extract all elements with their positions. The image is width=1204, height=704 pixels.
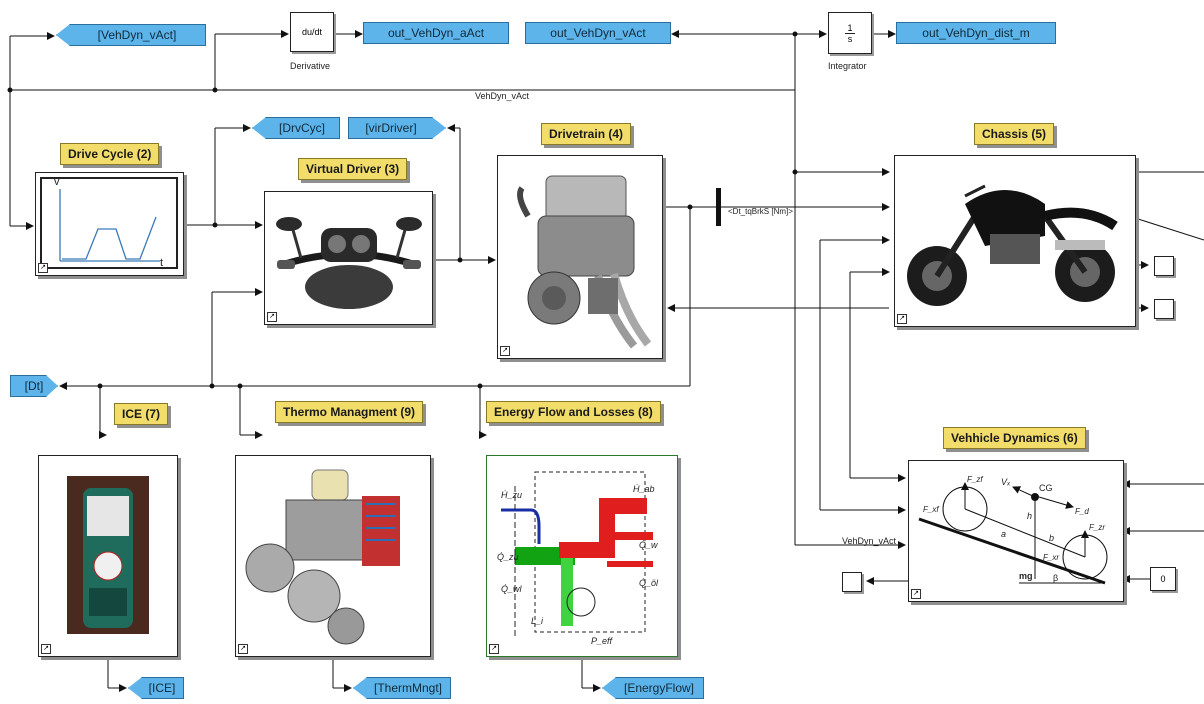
from-virdriver[interactable]: [virDriver] <box>348 117 446 139</box>
virtual-driver-block[interactable]: ↗ <box>264 191 433 325</box>
energy-q-oel: Q̇_öl <box>639 578 659 588</box>
vd-fzf: F_zf <box>967 475 983 484</box>
library-link-icon: ↗ <box>500 346 510 356</box>
energy-h-ab: Ḣ_ab <box>633 484 655 494</box>
drive-cycle-block[interactable]: v t ↗ <box>35 172 184 276</box>
engine-cutaway-image <box>245 469 400 645</box>
integrator-num: 1 <box>847 22 853 33</box>
vehicle-dynamics-figure <box>918 482 1108 585</box>
title-ice: ICE (7) <box>114 403 169 425</box>
derivative-block[interactable]: du/dt <box>290 12 334 52</box>
drive-cycle-plot <box>40 177 178 269</box>
energy-q-w: Q̇_w <box>639 540 658 550</box>
library-link-icon: ↗ <box>238 644 248 654</box>
goto-thermmngt[interactable]: [ThermMngt] <box>353 677 451 699</box>
title-virtual-driver: Virtual Driver (3) <box>298 158 408 180</box>
drive-cycle-t-axis: t <box>160 257 164 269</box>
energy-h-zu: Ḣ_zu <box>501 490 523 500</box>
thermo-block[interactable]: ↗ <box>235 455 431 657</box>
vd-vx: Vₓ <box>1001 477 1011 487</box>
vd-mg: mg <box>1019 571 1033 581</box>
constant-block[interactable]: 0 <box>1150 567 1176 591</box>
vd-fd: F_d <box>1075 507 1089 516</box>
ice-block[interactable]: ↗ <box>38 455 178 657</box>
bus-selector-label: <Dt_tqBrkS [Nm]> <box>728 207 793 216</box>
goto-vehdyn-vact[interactable]: [VehDyn_vAct] <box>56 24 206 46</box>
signal-label-vehdyn-vact: VehDyn_vAct <box>475 91 530 101</box>
library-link-icon: ↗ <box>267 312 277 322</box>
terminator-2[interactable] <box>1154 299 1174 319</box>
vd-cg: CG <box>1039 483 1053 493</box>
library-link-icon: ↗ <box>38 263 48 273</box>
drivetrain-block[interactable]: ↗ <box>497 155 663 359</box>
title-energy-flow: Energy Flow and Losses (8) <box>486 401 661 423</box>
integrator-label: Integrator <box>828 61 867 71</box>
drive-cycle-v-axis: v <box>54 176 60 188</box>
title-chassis: Chassis (5) <box>974 123 1055 145</box>
out-vehdyn-dist[interactable]: out_VehDyn_dist_m <box>896 22 1056 44</box>
library-link-icon: ↗ <box>41 644 51 654</box>
vd-b: b <box>1049 533 1055 543</box>
title-drivetrain: Drivetrain (4) <box>541 123 632 145</box>
title-vehicle-dynamics: Vehhicle Dynamics (6) <box>943 427 1086 449</box>
title-drive-cycle: Drive Cycle (2) <box>60 143 160 165</box>
goto-drvcyc[interactable]: [DrvCyc] <box>252 117 340 139</box>
energy-flow-block[interactable]: Ḣ_zu Ḣ_ab Q̇_zu Q̇_w Q̇_öl Q̇_wl L_i P_e… <box>486 455 678 657</box>
vd-fxr: F_xr <box>1043 553 1059 562</box>
energy-q-zu: Q̇_zu <box>497 552 519 562</box>
chassis-block[interactable]: ↗ <box>894 155 1136 327</box>
library-link-icon: ↗ <box>911 589 921 599</box>
motorcycle-image <box>907 184 1118 306</box>
integrator-block[interactable]: 1 s <box>828 12 872 54</box>
goto-energyflow[interactable]: [EnergyFlow] <box>602 677 704 699</box>
vd-h: h <box>1027 511 1033 521</box>
derivative-label: Derivative <box>290 61 331 71</box>
vd-beta: β <box>1053 573 1059 583</box>
library-link-icon: ↗ <box>897 314 907 324</box>
energy-l-i: L_i <box>531 616 544 626</box>
vd-fzr: F_zr <box>1089 523 1105 532</box>
terminator-3[interactable] <box>842 572 862 592</box>
engine-image <box>517 175 652 349</box>
signal-label-vehdyn-vact-lower: VehDyn_vAct <box>842 536 897 546</box>
vd-a: a <box>1001 529 1007 539</box>
goto-dt[interactable]: [Dt] <box>10 375 58 397</box>
vehicle-dynamics-block[interactable]: CG Vₓ mg β h b a F_zf F_zr F_xf F_xr F_d… <box>908 460 1124 602</box>
terminator-1[interactable] <box>1154 256 1174 276</box>
goto-ice[interactable]: [ICE] <box>128 677 184 699</box>
energy-flow-diagram <box>501 471 653 636</box>
out-vehdyn-vact[interactable]: out_VehDyn_vAct <box>525 22 671 44</box>
energy-q-wl: Q̇_wl <box>501 584 522 594</box>
integrator-den: s <box>847 33 853 44</box>
title-thermo: Thermo Managment (9) <box>275 401 424 423</box>
library-link-icon: ↗ <box>489 644 499 654</box>
vd-fxf: F_xf <box>923 505 939 514</box>
fuel-pump-image <box>67 476 149 634</box>
integrator-frac-line <box>845 32 855 34</box>
energy-p-eff: P_eff <box>591 636 613 646</box>
handlebar-image <box>276 217 422 309</box>
out-vehdyn-aact[interactable]: out_VehDyn_aAct <box>363 22 509 44</box>
